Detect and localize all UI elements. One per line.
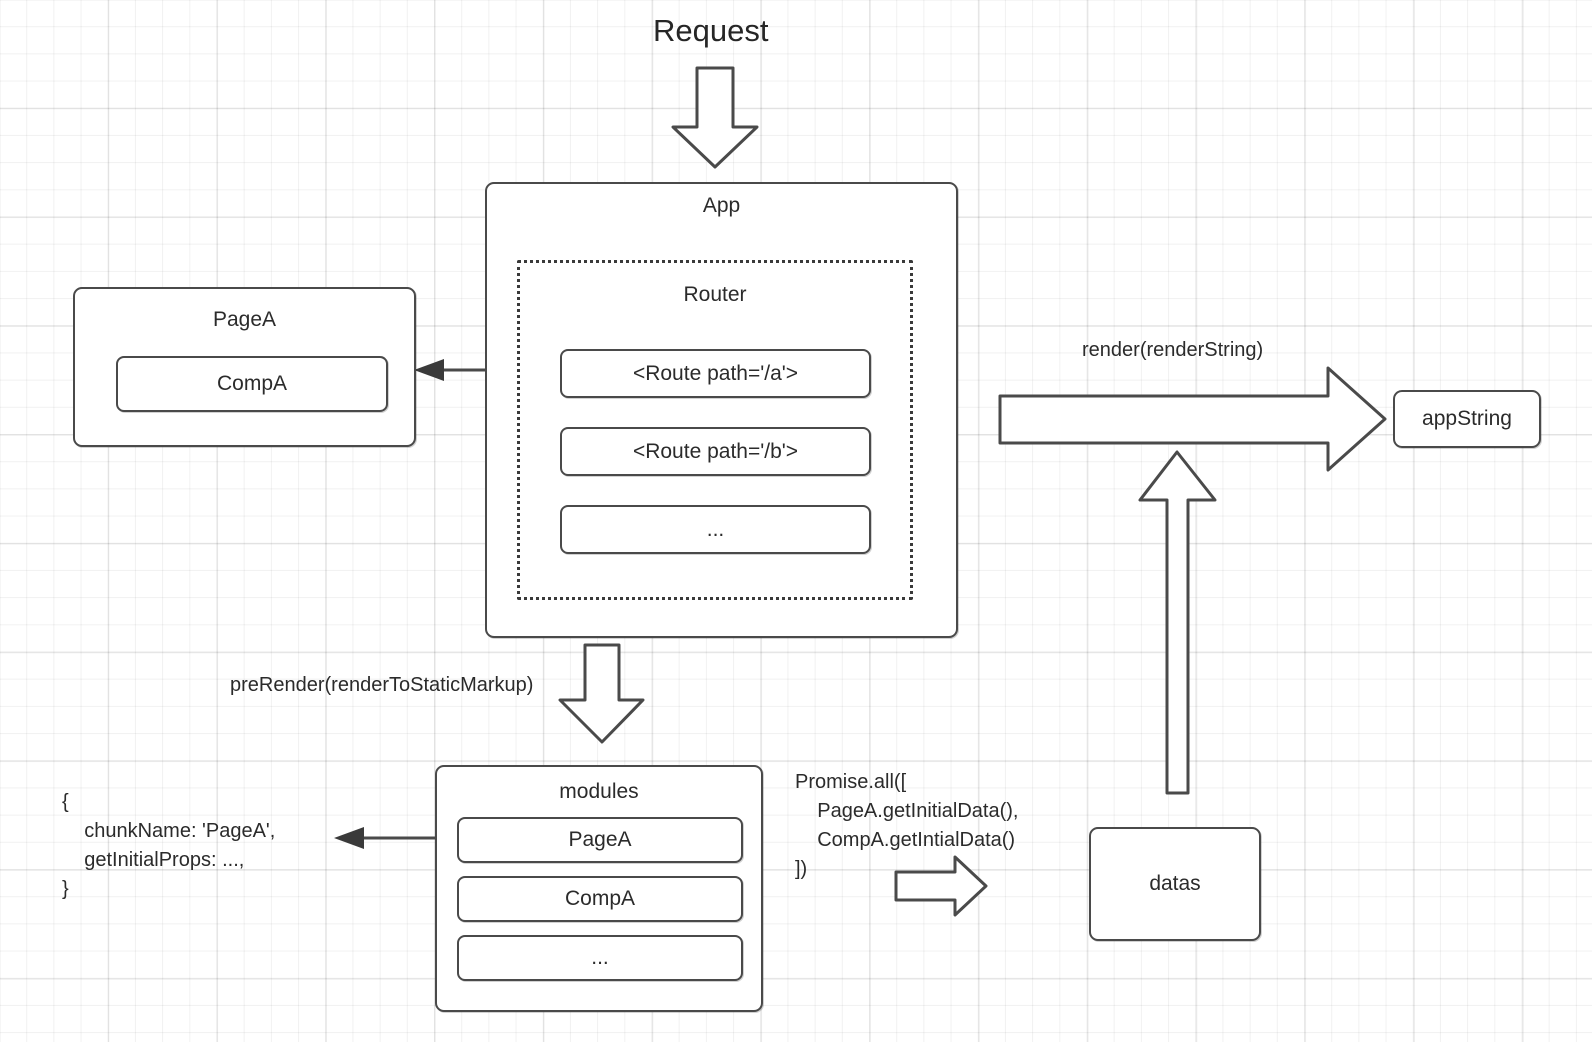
compa-box-label: CompA xyxy=(216,372,288,395)
module-item-compa-label: CompA xyxy=(564,887,636,910)
route-item-a[interactable]: <Route path='/a'> xyxy=(560,349,871,398)
datas-box-label: datas xyxy=(1149,872,1201,895)
modules-box[interactable]: modules PageA CompA ... xyxy=(435,765,763,1012)
render-label: render(renderString) xyxy=(1082,339,1264,361)
route-item-a-label: <Route path='/a'> xyxy=(632,361,799,385)
prerender-label: preRender(renderToStaticMarkup) xyxy=(230,674,534,696)
module-item-pagea[interactable]: PageA xyxy=(457,817,743,863)
module-item-pagea-label: PageA xyxy=(568,828,632,851)
datas-to-render-arrow-icon xyxy=(1138,450,1217,795)
prerender-arrow-icon xyxy=(558,643,645,744)
page-title: Request xyxy=(653,13,769,48)
modules-box-title: modules xyxy=(559,780,639,803)
promise-all-arrow-icon xyxy=(894,855,988,917)
pagea-box[interactable]: PageA CompA xyxy=(73,287,416,447)
module-item-more[interactable]: ... xyxy=(457,935,743,981)
module-item-compa[interactable]: CompA xyxy=(457,876,743,922)
render-arrow-icon xyxy=(998,366,1387,472)
appstring-box-label: appString xyxy=(1422,407,1512,430)
route-item-more-label: ... xyxy=(706,517,725,541)
pagea-box-title: PageA xyxy=(212,308,277,331)
module-item-more-label: ... xyxy=(591,946,609,969)
route-item-b-label: <Route path='/b'> xyxy=(632,439,799,463)
promise-all-code: Promise.all([ PageA.getInitialData(), Co… xyxy=(795,771,1019,880)
router-box-title: Router xyxy=(683,283,747,306)
request-arrow-icon xyxy=(671,66,759,169)
route-item-b[interactable]: <Route path='/b'> xyxy=(560,427,871,476)
app-box-title: App xyxy=(702,194,741,217)
appstring-box[interactable]: appString xyxy=(1393,390,1541,448)
chunk-code-block: { chunkName: 'PageA', getInitialProps: .… xyxy=(62,791,276,900)
router-box[interactable]: Router <Route path='/a'> <Route path='/b… xyxy=(517,260,913,600)
route-item-more[interactable]: ... xyxy=(560,505,871,554)
app-box[interactable]: App Router <Route path='/a'> <Route path… xyxy=(485,182,958,638)
compa-box[interactable]: CompA xyxy=(116,356,388,412)
datas-box[interactable]: datas xyxy=(1089,827,1261,941)
